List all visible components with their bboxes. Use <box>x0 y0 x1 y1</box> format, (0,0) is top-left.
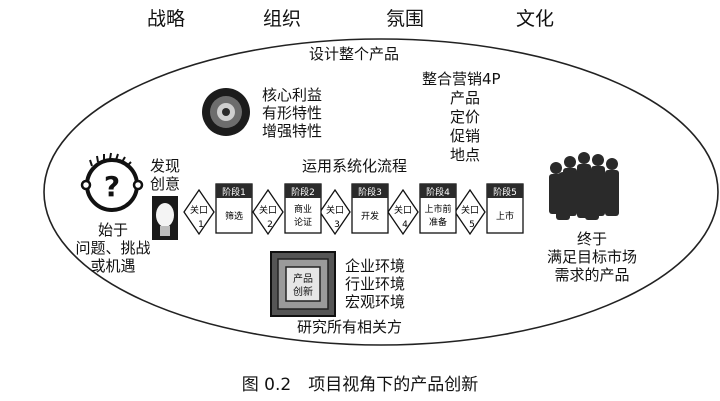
gate-4-label: 关口 <box>394 204 412 216</box>
env-line-3: 宏观环境 <box>345 293 406 311</box>
stage-3-body-line-1: 开发 <box>361 210 379 222</box>
stage-5-body-line-1: 上市 <box>496 210 514 222</box>
env-line-1: 企业环境 <box>345 257 406 275</box>
thinking-head-icon <box>80 152 144 212</box>
gate-1-label: 关口 <box>190 204 208 216</box>
target-icon <box>202 88 250 136</box>
target-line-2: 有形特性 <box>262 104 323 122</box>
top-word-culture: 文化 <box>516 8 555 30</box>
gate-2-label: 关口 <box>259 204 277 216</box>
top-word-atmosphere: 氛围 <box>386 8 425 30</box>
start-line-3: 或机遇 <box>90 257 136 275</box>
stage-2: 阶段2 商业 论证 <box>284 183 322 234</box>
gate-3: 关口 3 <box>319 188 351 236</box>
marketing-line-2: 产品 <box>450 89 481 107</box>
people-group-icon <box>549 152 619 220</box>
end-line-2: 满足目标市场 <box>546 248 637 266</box>
gate-5: 关口 5 <box>454 188 486 236</box>
ellipse-top-label: 设计整个产品 <box>309 45 400 63</box>
start-line-2: 问题、挑战 <box>75 239 151 257</box>
stage-4-body-line-1: 上市前 <box>424 203 451 215</box>
top-word-organization: 组织 <box>263 8 302 30</box>
end-line-1: 终于 <box>576 230 607 248</box>
innovation-box-line-1: 产品 <box>293 272 313 285</box>
start-line-1: 始于 <box>97 221 128 239</box>
gate-3-label: 关口 <box>326 204 344 216</box>
discover-line-2: 创意 <box>150 175 181 193</box>
stage-1: 阶段1 筛选 <box>215 183 253 234</box>
product-innovation-box <box>270 251 336 317</box>
target-line-1: 核心利益 <box>262 86 323 104</box>
innovation-box-line-2: 创新 <box>293 285 313 298</box>
marketing-line-1: 整合营销4P <box>422 70 501 88</box>
env-line-2: 行业环境 <box>345 275 406 293</box>
stage-4: 阶段4 上市前 准备 <box>419 183 457 234</box>
gate-4: 关口 4 <box>387 188 419 236</box>
gate-5-label: 关口 <box>461 204 479 216</box>
gate-5-number: 5 <box>469 220 475 230</box>
stage-1-header: 阶段1 <box>222 186 246 198</box>
discover-line-1: 发现 <box>150 157 181 175</box>
top-word-strategy: 战略 <box>147 8 186 30</box>
end-line-3: 需求的产品 <box>554 266 630 284</box>
gate-1-number: 1 <box>198 220 204 230</box>
stage-2-header: 阶段2 <box>291 186 315 198</box>
marketing-line-4: 促销 <box>450 127 481 145</box>
stage-3-header: 阶段3 <box>358 186 382 198</box>
stage-5-header: 阶段5 <box>493 186 517 198</box>
gate-1: 关口 1 <box>183 188 215 236</box>
ellipse-bottom-label: 研究所有相关方 <box>297 318 403 336</box>
stage-2-body-line-1: 商业 <box>294 203 312 215</box>
marketing-line-3: 定价 <box>450 108 481 126</box>
stage-1-body-line-1: 筛选 <box>225 210 243 222</box>
target-line-3: 增强特性 <box>262 122 323 140</box>
gate-2-number: 2 <box>267 220 273 230</box>
stage-2-body-line-2: 论证 <box>294 216 312 228</box>
stage-4-header: 阶段4 <box>426 186 450 198</box>
gate-4-number: 4 <box>402 220 408 230</box>
gate-2: 关口 2 <box>252 188 284 236</box>
marketing-line-5: 地点 <box>450 146 481 164</box>
project-ellipse <box>43 38 719 346</box>
stage-5: 阶段5 上市 <box>486 183 524 234</box>
light-bulb-icon <box>152 196 178 240</box>
stage-3: 阶段3 开发 <box>351 183 389 234</box>
process-label: 运用系统化流程 <box>302 157 408 175</box>
figure-caption: 图 0.2 项目视角下的产品创新 <box>241 375 479 395</box>
gate-3-number: 3 <box>334 220 340 230</box>
question-mark: ? <box>104 170 120 203</box>
stage-4-body-line-2: 准备 <box>429 216 447 228</box>
